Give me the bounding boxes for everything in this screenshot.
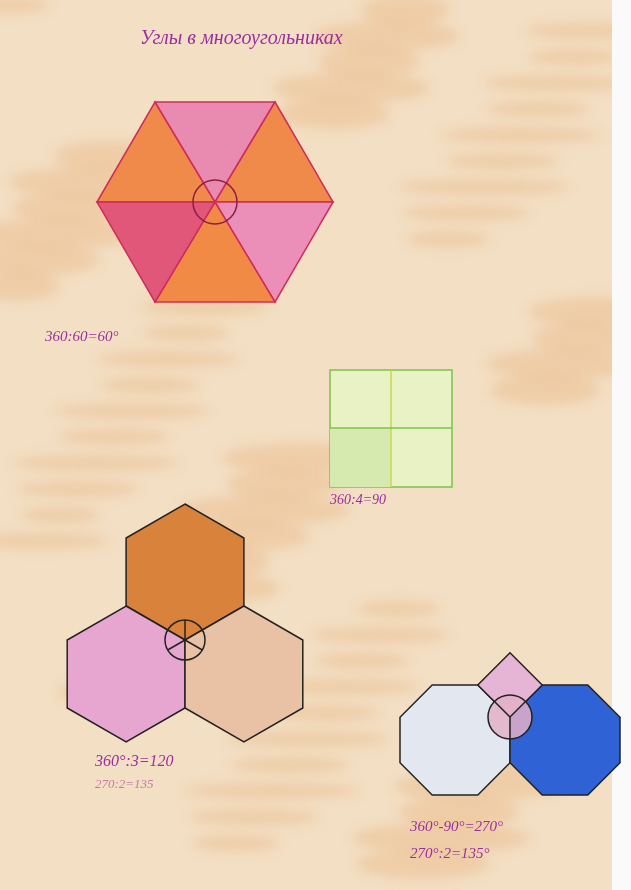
angle-line: [184, 620, 186, 640]
hexagon-figure: [97, 102, 333, 302]
texture-stroke: [276, 99, 390, 129]
texture-stroke: [12, 455, 180, 471]
texture-stroke: [184, 783, 360, 799]
texture-stroke: [58, 429, 170, 445]
square-figure: [330, 370, 452, 487]
octagons-figure: [400, 653, 620, 795]
texture-stroke: [402, 205, 530, 221]
angle-line: [185, 640, 202, 650]
texture-stroke: [188, 809, 320, 825]
formula-label: 360°-90°=270°: [410, 818, 503, 835]
texture-stroke: [356, 601, 440, 617]
texture-stroke: [0, 0, 50, 13]
texture-stroke: [54, 403, 210, 419]
texture-stroke: [230, 757, 350, 773]
formula-label: 270:2=135: [95, 776, 154, 792]
texture-stroke: [314, 653, 410, 669]
texture-stroke: [528, 49, 620, 65]
texture-stroke: [0, 533, 110, 549]
texture-stroke: [226, 469, 340, 499]
texture-stroke: [482, 75, 630, 91]
texture-stroke: [486, 349, 631, 379]
texture-stroke: [486, 101, 590, 117]
texture-stroke: [444, 153, 560, 169]
texture-stroke: [406, 231, 490, 247]
texture-stroke: [398, 179, 570, 195]
texture-stroke: [0, 271, 60, 301]
page-title: Углы в многоугольниках: [140, 26, 343, 49]
texture-stroke: [96, 351, 240, 367]
texture-stroke: [142, 325, 230, 341]
texture-stroke: [490, 375, 600, 405]
texture-stroke: [0, 245, 100, 275]
texture-stroke: [16, 481, 140, 497]
texture-stroke: [192, 835, 280, 851]
formula-label: 360:60=60°: [45, 328, 119, 345]
texture-stroke: [360, 0, 450, 25]
texture-stroke: [310, 627, 450, 643]
formula-label: 360:4=90: [330, 492, 386, 508]
texture-stroke: [272, 73, 430, 103]
texture-stroke: [318, 47, 420, 77]
formula-label: 360°:3=120: [95, 752, 174, 770]
formula-label: 270°:2=135°: [410, 845, 490, 862]
angle-line: [168, 640, 185, 650]
texture-stroke: [100, 377, 200, 393]
three-hexagons-figure: [67, 504, 303, 742]
texture-stroke: [20, 507, 100, 523]
texture-stroke: [440, 127, 600, 143]
